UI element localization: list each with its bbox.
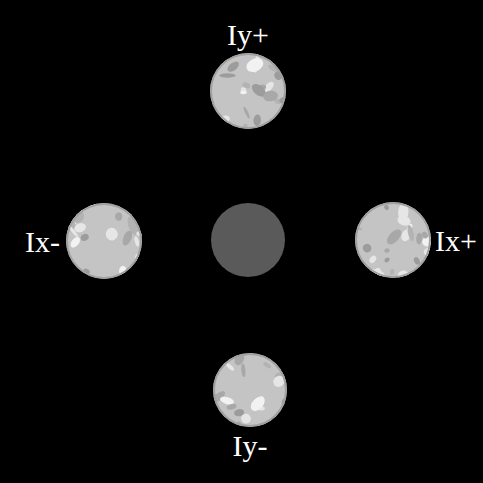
textured-circle <box>66 203 142 279</box>
detector-quadrant: Ix- <box>66 203 142 279</box>
detector-quadrant: Ix+ <box>355 202 431 278</box>
intensity-label: Ix+ <box>435 224 477 257</box>
detector-quadrant: Iy+ <box>210 53 286 129</box>
intensity-label: Ix- <box>25 225 60 258</box>
detector-quadrant: Iy- <box>213 353 287 427</box>
intensity-label: Iy- <box>233 429 268 462</box>
textured-circle <box>355 202 431 278</box>
textured-circle <box>213 353 287 427</box>
intensity-label: Iy+ <box>227 18 269 51</box>
center-circle <box>211 203 285 277</box>
textured-circle <box>210 53 286 129</box>
